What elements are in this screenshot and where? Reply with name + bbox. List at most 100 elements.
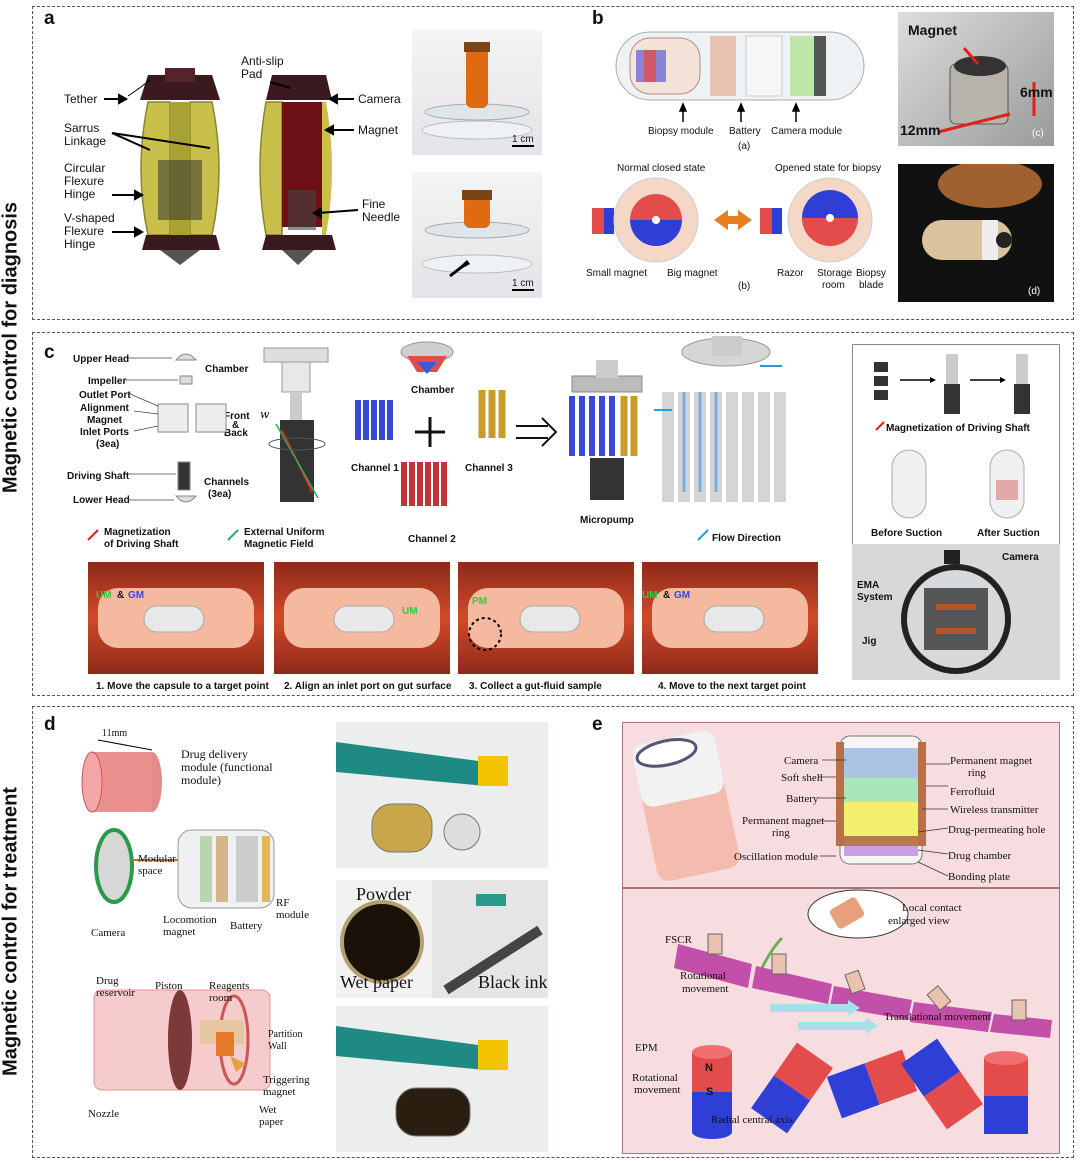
label-circular: Circular — [64, 161, 106, 175]
c-step-4: 4. Move to the next target point — [658, 681, 806, 692]
e-radial-axis: Radial central axis — [711, 1114, 793, 1126]
d-nozzle: Nozzle — [88, 1108, 120, 1120]
c-magnet: Magnet — [87, 415, 122, 426]
b-room: room — [822, 280, 845, 291]
e-pm-ring-right: Permanent magnet — [950, 755, 1033, 767]
c-step4-gm: GM — [674, 590, 691, 601]
c-ema: EMA — [857, 580, 880, 591]
c-channel-3: Channel 3 — [465, 463, 513, 474]
c-width-label: 12mm — [900, 122, 941, 138]
c-before-suction: Before Suction — [871, 528, 943, 539]
e-battery: Battery — [786, 793, 819, 805]
e-translational: Translational movement — [884, 1011, 991, 1023]
c-height-label: 6mm — [1020, 84, 1053, 100]
c-driving-shaft: Driving Shaft — [67, 471, 130, 482]
c-upper-head: Upper Head — [73, 354, 130, 365]
e-oscillation: Oscillation module — [734, 851, 819, 863]
e-drug-hole: Drug-permeating hole — [948, 824, 1046, 836]
e-bonding-plate: Bonding plate — [948, 871, 1011, 883]
e-soft-shell: Soft shell — [781, 772, 823, 784]
c-right-camera: Camera — [1002, 552, 1039, 563]
c-step1-amp: & — [117, 590, 125, 601]
d-reagents: Reagents — [209, 980, 250, 992]
c-step3-pm: PM — [472, 596, 487, 607]
d-battery: Battery — [230, 920, 263, 932]
e-camera: Camera — [784, 755, 819, 767]
b-battery: Battery — [729, 126, 761, 137]
panel-c-frame — [32, 332, 1074, 696]
c-gut-steps — [88, 562, 818, 674]
b-storage: Storage — [817, 268, 853, 279]
e-epm: EPM — [635, 1042, 658, 1054]
d-locomotion: Locomotion — [163, 914, 217, 926]
c-legend-arrows — [87, 529, 709, 541]
d-loco-magnet: magnet — [163, 926, 196, 938]
d-wet-paper: Wet paper — [340, 972, 414, 992]
e-rotational-1: Rotational — [680, 970, 726, 982]
d-powder: Powder — [356, 884, 411, 904]
d-functional: module (functional — [181, 760, 273, 774]
c-step-1: 1. Move the capsule to a target point — [96, 681, 269, 692]
c-outlet-port: Outlet Port — [79, 390, 131, 401]
label-sarrus: Sarrus — [64, 121, 100, 135]
panel-de-frame — [32, 706, 1074, 1158]
d-partition: Partition — [268, 1029, 303, 1040]
c-step1-gm: GM — [128, 590, 145, 601]
e-movement-2: movement — [634, 1084, 681, 1096]
b-opened-title: Opened state for biopsy — [775, 163, 882, 174]
c-chamber: Chamber — [205, 364, 249, 375]
d-wet: Wet — [259, 1104, 277, 1116]
c-legend-field: External Uniform — [244, 527, 325, 538]
d-piston: Piston — [155, 980, 183, 992]
b-top-arrows — [678, 102, 801, 122]
d-modular: Modular — [138, 853, 176, 865]
c-micropump: Micropump — [580, 515, 634, 526]
b-sub-a: (a) — [738, 141, 751, 152]
c-right-illustration — [852, 354, 1060, 680]
e-movement-1: movement — [682, 983, 729, 995]
d-camera: Camera — [91, 927, 126, 939]
d-room: room — [209, 992, 233, 1004]
e-north: N — [705, 1062, 713, 1074]
c-step-3: 3. Collect a gut-fluid sample — [469, 681, 602, 692]
b-biopsy: Biopsy — [856, 268, 887, 279]
b-camera-module: Camera module — [771, 126, 843, 137]
c-back: Back — [224, 428, 248, 439]
d-reservoir: reservoir — [96, 987, 136, 999]
c-impeller: Impeller — [88, 376, 127, 387]
c-inlet-ports: Inlet Ports — [80, 427, 129, 438]
e-ring-left: ring — [772, 827, 790, 839]
c-legend-magfield: Magnetic Field — [244, 539, 314, 550]
label-v-shaped: V-shaped — [64, 211, 115, 225]
d-paper: paper — [259, 1116, 284, 1128]
e-fscr: FSCR — [665, 934, 692, 946]
d-tag: (d) — [1028, 286, 1041, 297]
c-step2-um: UM — [402, 606, 418, 617]
b-magnet-states — [592, 177, 873, 263]
label-flexure-2: Flexure — [64, 224, 105, 238]
d-space: space — [138, 865, 163, 877]
panel-c-letter: c — [44, 342, 55, 363]
d-dim: 11mm — [102, 728, 128, 739]
d-rf: RF — [276, 897, 290, 909]
d-trig-magnet: magnet — [263, 1086, 296, 1098]
b-small-magnet: Small magnet — [586, 268, 648, 279]
d-rf-module: module — [276, 909, 309, 921]
b-sub-b: (b) — [738, 281, 751, 292]
d-module: module) — [181, 773, 221, 787]
b-closed-title: Normal closed state — [617, 163, 706, 174]
c-assembly-chamber: Chamber — [411, 385, 455, 396]
c-channel-assembly — [355, 336, 786, 506]
d-black-ink: Black ink — [478, 972, 548, 992]
label-tether: Tether — [64, 92, 98, 106]
c-jig: Jig — [862, 636, 877, 647]
c-after-suction: After Suction — [977, 528, 1040, 539]
c-magnet-label: Magnet — [908, 22, 957, 38]
b-razor: Razor — [777, 268, 804, 279]
c-right-magnetization: Magnetization of Driving Shaft — [886, 423, 1030, 434]
panel-b-capsule-illustration — [615, 31, 865, 101]
e-local-contact: Local contact — [902, 902, 962, 914]
label-anti-slip: Anti-slip — [241, 54, 284, 68]
c-step-2: 2. Align an inlet port on gut surface — [284, 681, 452, 692]
c-step1-um: UM — [96, 590, 112, 601]
